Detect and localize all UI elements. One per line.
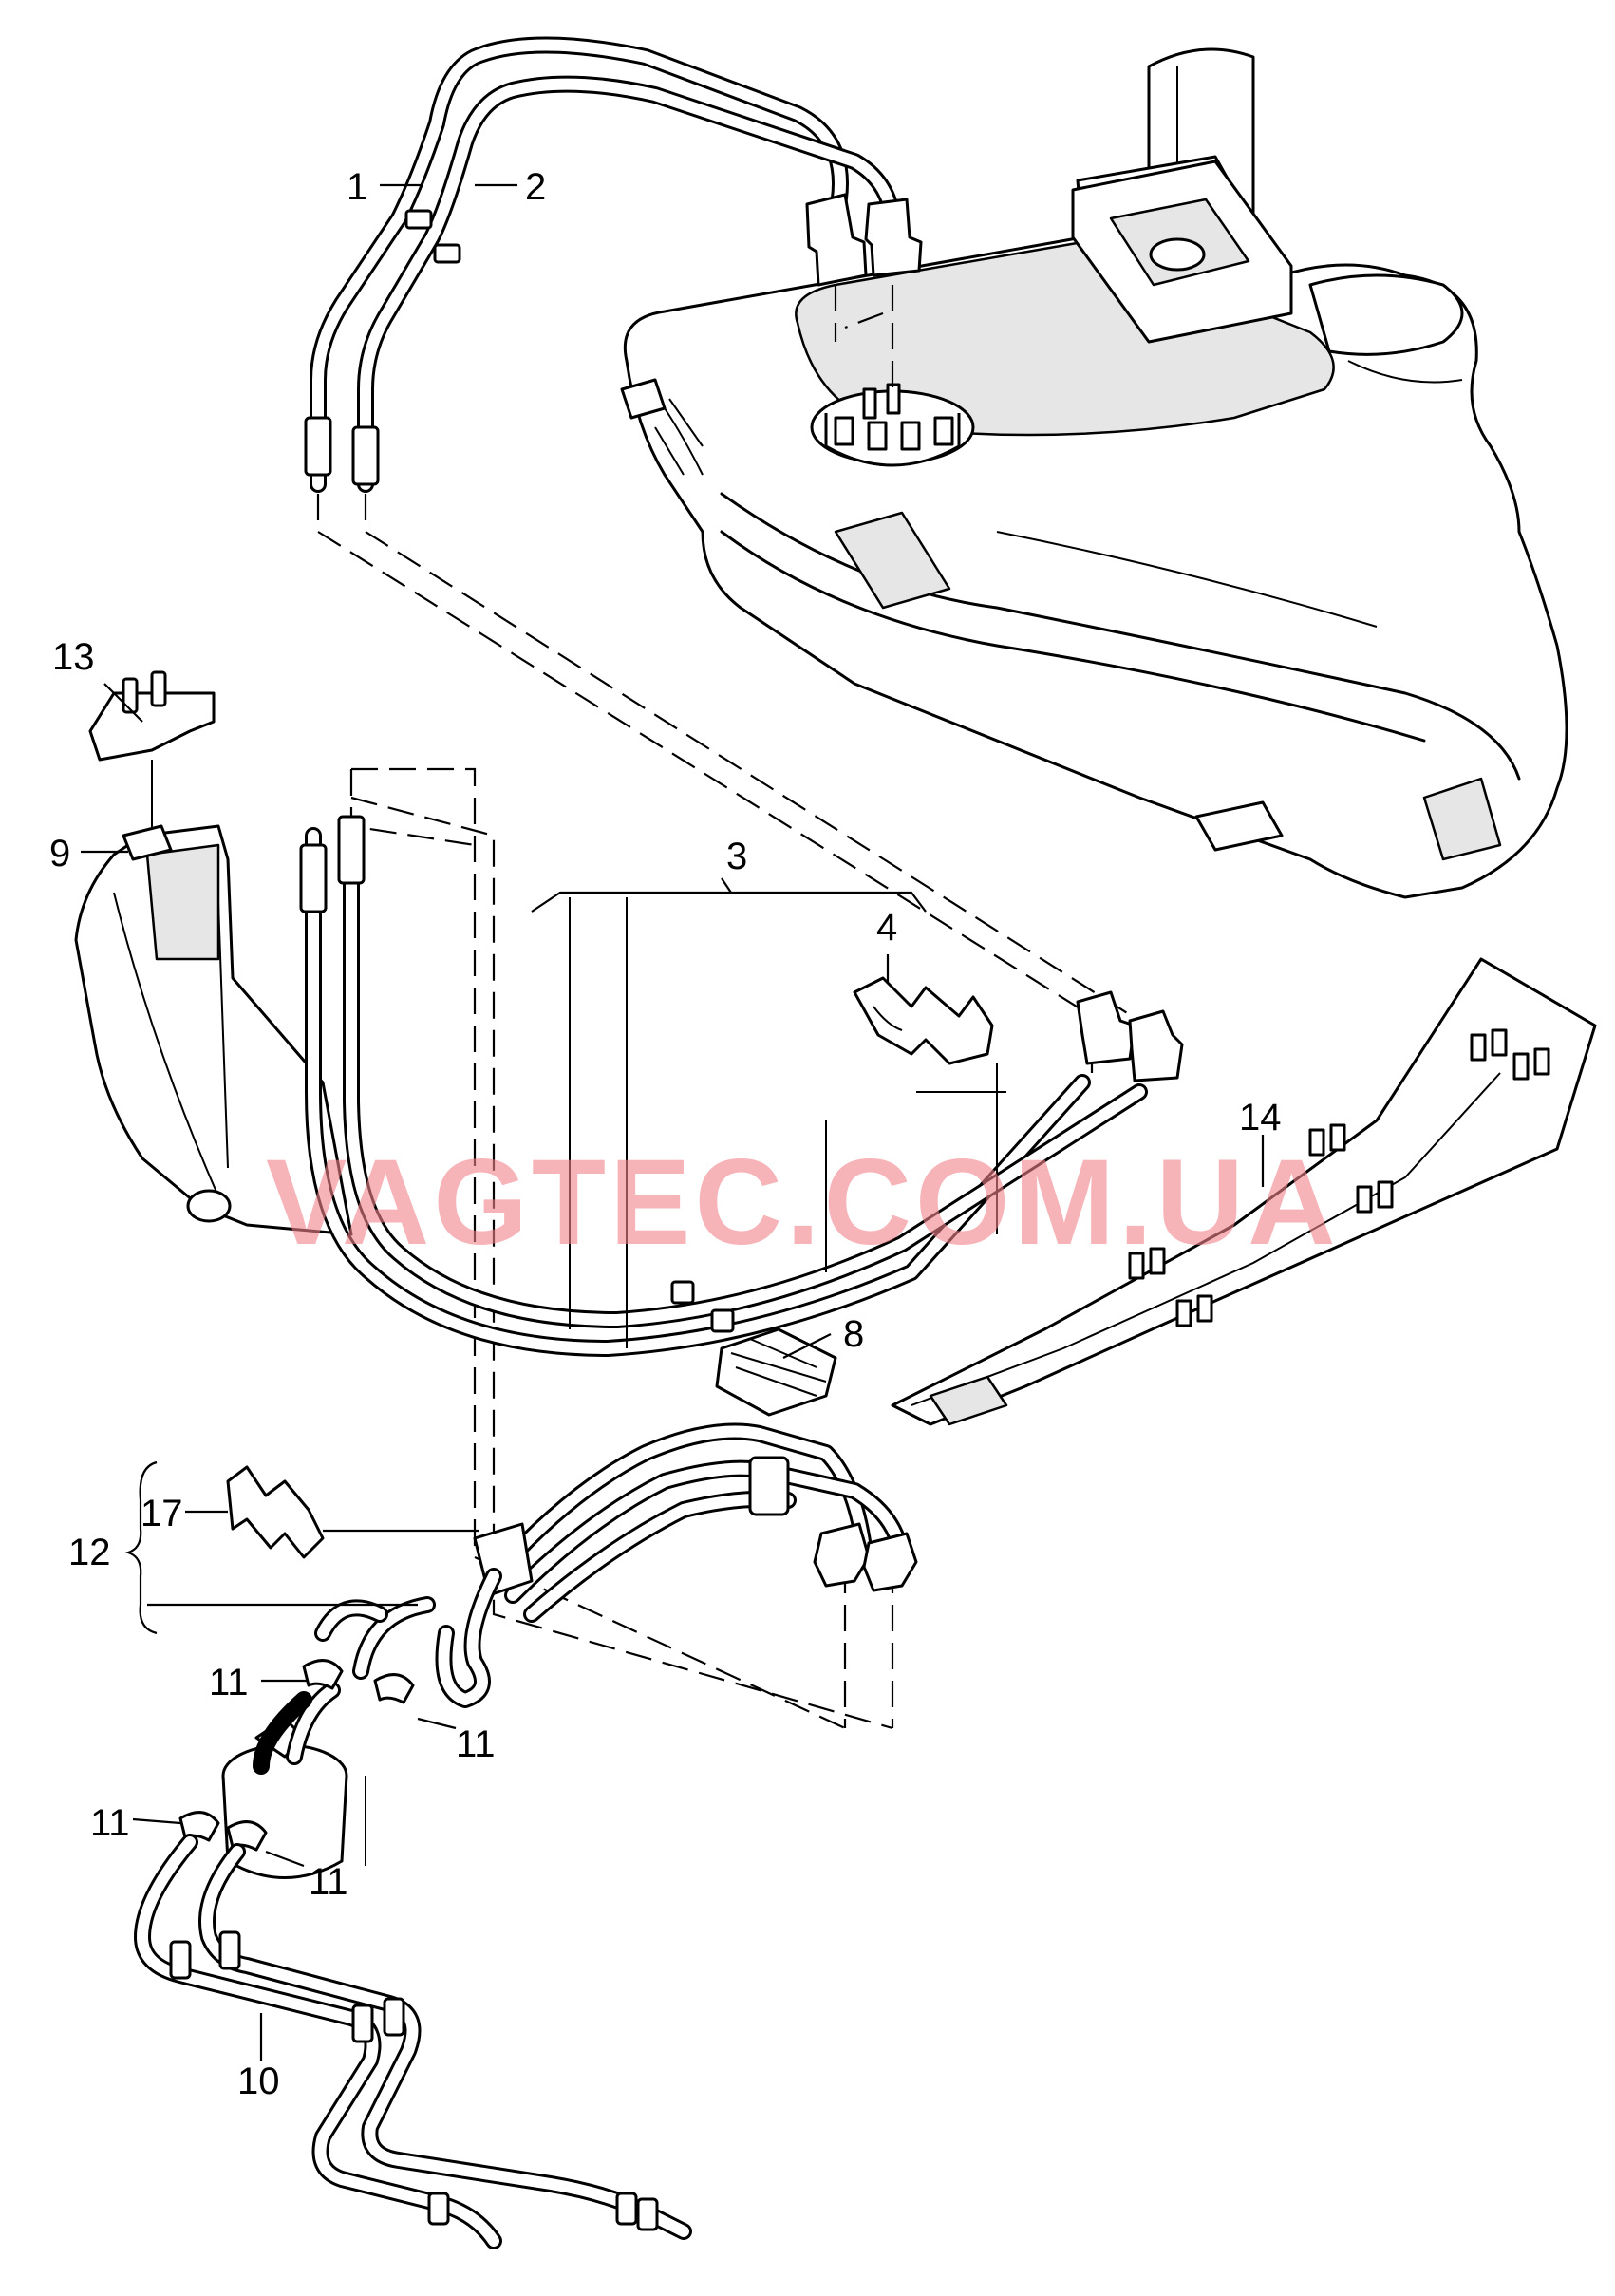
callout-1: 1 (347, 166, 367, 208)
part-14-underbody-panel (891, 957, 1597, 1426)
hose-clamps-11 (178, 1659, 415, 1852)
part-3-hose-assembly (299, 815, 1184, 1357)
callout-13: 13 (52, 636, 95, 678)
callout-labels: 1 2 3 4 8 9 10 11 11 11 11 12 13 14 17 (49, 166, 1282, 2102)
callout-10: 10 (237, 2061, 280, 2102)
part-8-pad (715, 1327, 837, 1417)
dashed-routing-lines (316, 285, 1141, 1730)
fuel-tank (620, 47, 1568, 899)
part-17-clip (226, 1465, 479, 1559)
callout-11d: 11 (309, 1861, 348, 1903)
fuel-filter (221, 1682, 366, 1879)
fuel-lines-1-2-upper (304, 36, 923, 493)
callout-11c: 11 (90, 1802, 130, 1844)
callout-8: 8 (843, 1313, 864, 1355)
lower-hose-bundle (314, 1422, 918, 1708)
callout-leaders (81, 183, 1265, 2061)
watermark: VAGTEC.COM.UA (266, 1135, 1340, 1270)
part-13-cover (88, 670, 216, 836)
callout-17: 17 (141, 1493, 183, 1534)
part-9-housing (74, 824, 353, 1236)
bracket-12 (124, 1460, 418, 1635)
callout-11b: 11 (456, 1723, 496, 1765)
fuel-sender-unit (810, 383, 975, 467)
callout-11a: 11 (209, 1662, 249, 1703)
callout-2: 2 (525, 166, 546, 208)
part-4-clip (853, 976, 994, 1065)
callout-12: 12 (68, 1532, 111, 1573)
callout-14: 14 (1239, 1097, 1282, 1139)
panel-tabs (1128, 1028, 1550, 1327)
fuel-line-10 (134, 1834, 692, 2249)
callout-9: 9 (49, 833, 70, 875)
callout-3: 3 (726, 836, 747, 877)
callout-4: 4 (876, 907, 897, 949)
